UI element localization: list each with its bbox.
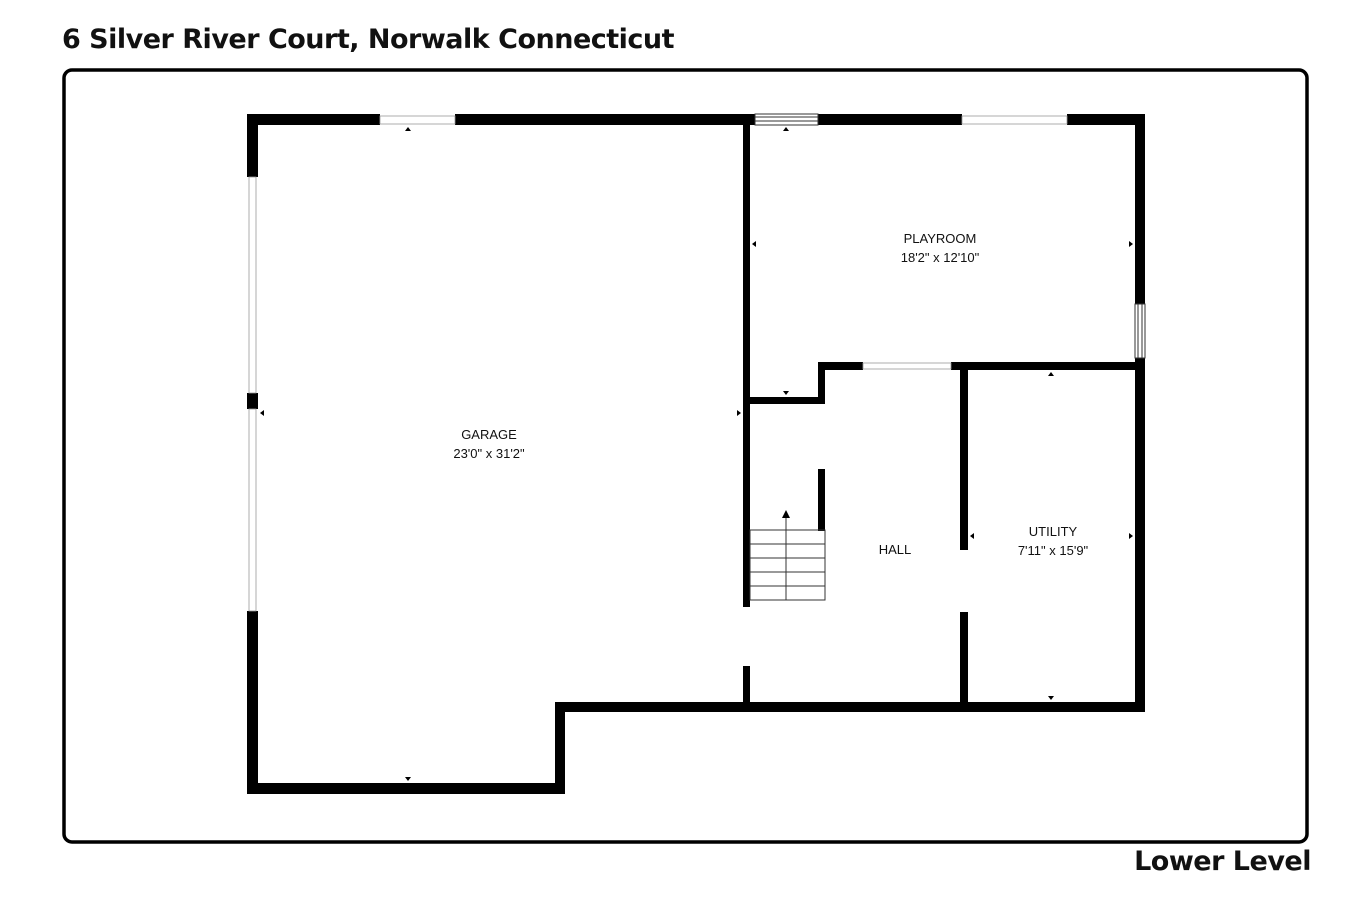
room-label-utility: UTILITY <box>1029 524 1078 539</box>
room-label-hall: HALL <box>879 542 912 557</box>
floor-level-label: Lower Level <box>1134 846 1311 877</box>
window-right-playroom <box>1134 303 1146 359</box>
floorplan-title: 6 Silver River Court, Norwalk Connecticu… <box>62 24 675 55</box>
plan-frame <box>62 68 1309 844</box>
dimension-markers <box>260 127 1133 781</box>
walls <box>247 114 1145 794</box>
room-label-playroom: PLAYROOM <box>904 231 977 246</box>
stairs <box>749 516 826 601</box>
windows <box>248 115 1068 612</box>
room-dims-utility: 7'11" x 15'9" <box>1018 543 1089 558</box>
room-label-garage: GARAGE <box>461 427 517 442</box>
stairs-arrow-icon <box>782 510 790 518</box>
room-dims-garage: 23'0" x 31'2" <box>453 446 525 461</box>
room-dims-playroom: 18'2" x 12'10" <box>901 250 980 265</box>
window-top-playroom <box>754 113 819 126</box>
